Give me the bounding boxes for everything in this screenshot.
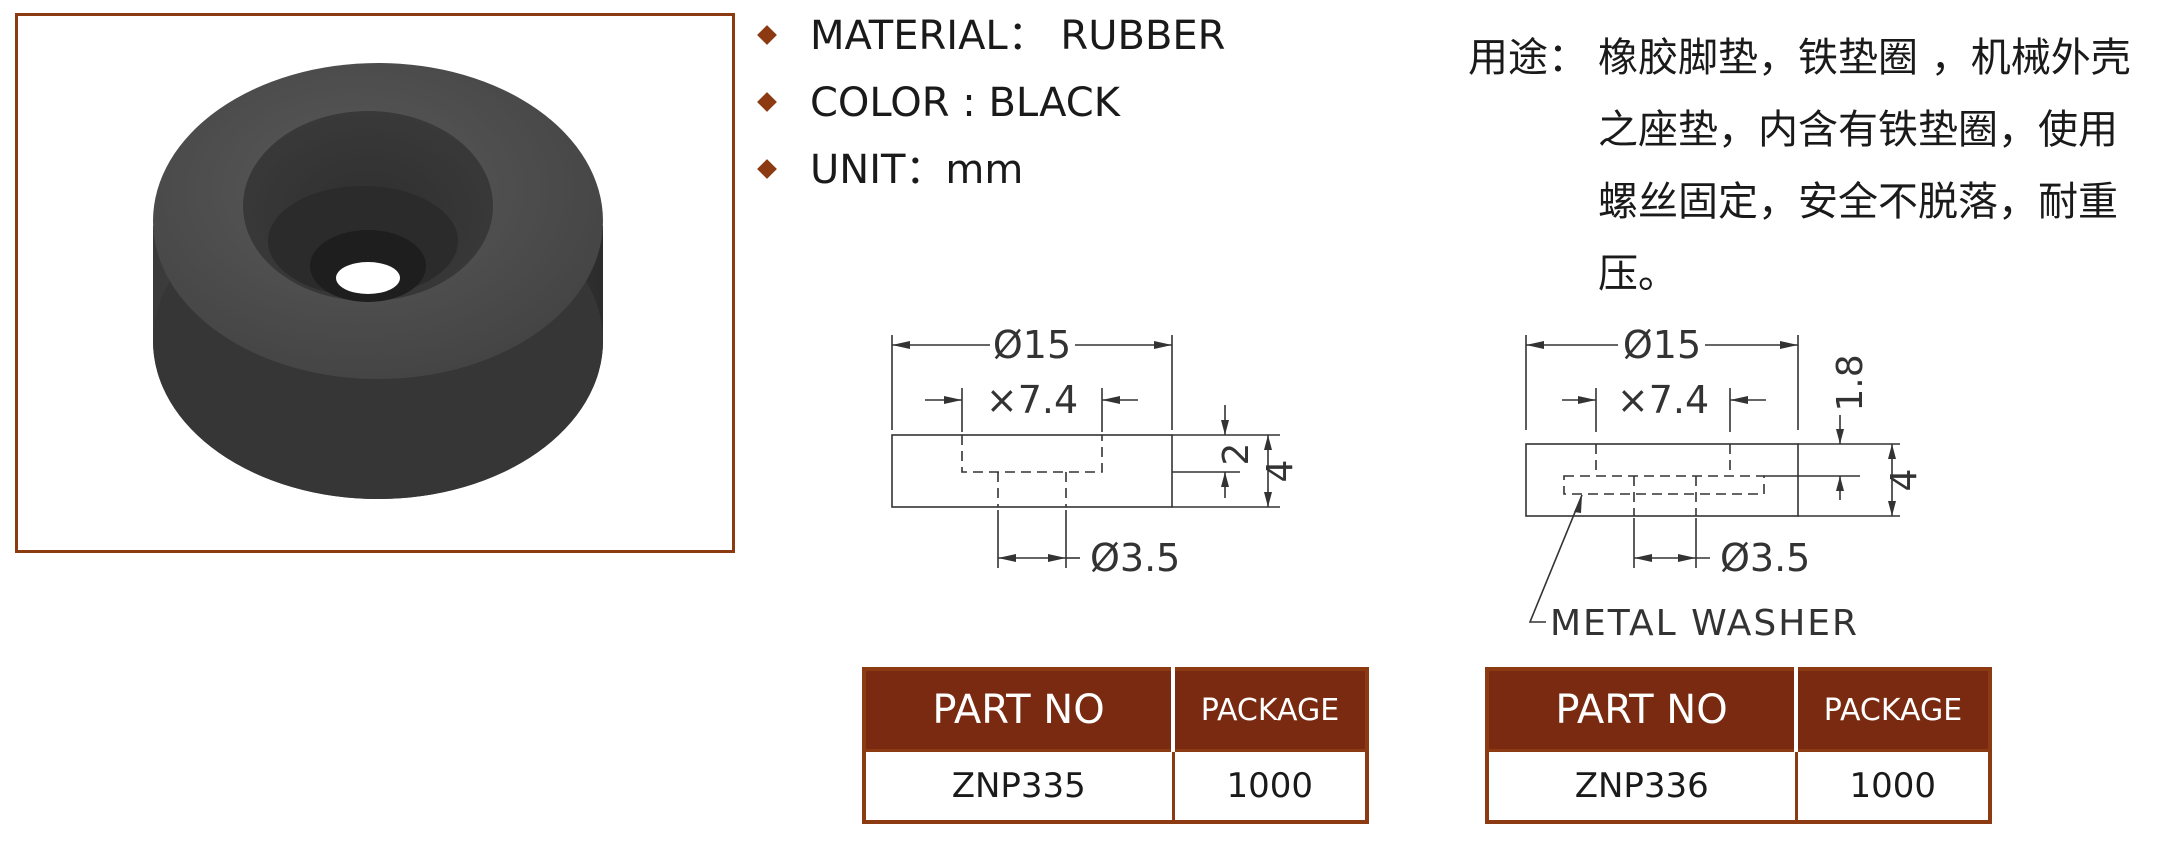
table-row: ZNP336 1000 bbox=[1485, 749, 1992, 824]
diamond-bullet-icon bbox=[757, 92, 777, 112]
header-part-no: PART NO bbox=[864, 669, 1175, 751]
dim-hole-diameter: Ø3.5 bbox=[1720, 536, 1810, 580]
spec-material-text: MATERIAL： RUBBER bbox=[810, 13, 1226, 59]
dimension-drawing-znp335: Ø15 ×7.4 Ø3.5 2 4 bbox=[880, 320, 1320, 594]
rubber-foot-photo bbox=[153, 63, 603, 499]
header-package: PACKAGE bbox=[1796, 669, 1990, 751]
dim-inner-diameter: ×7.4 bbox=[1617, 378, 1709, 422]
spec-list: MATERIAL： RUBBER COLOR : BLACK UNIT：mm bbox=[757, 8, 1226, 209]
product-photo-frame bbox=[15, 13, 735, 553]
washer-callout: METAL WASHER bbox=[1550, 603, 1859, 644]
dimension-drawing-znp336: Ø15 ×7.4 Ø3.5 METAL WASHER 1 bbox=[1500, 320, 1940, 654]
table-header-row: PART NO PACKAGE bbox=[1487, 669, 1990, 751]
diamond-bullet-icon bbox=[757, 25, 777, 45]
spec-color-text: COLOR : BLACK bbox=[810, 80, 1120, 126]
spec-color: COLOR : BLACK bbox=[757, 75, 1225, 142]
part-table-znp335: PART NO PACKAGE ZNP335 1000 bbox=[862, 667, 1369, 824]
table-header-row: PART NO PACKAGE bbox=[864, 669, 1367, 751]
dim-height: 4 bbox=[1260, 460, 1301, 483]
usage-line: 之座垫，内含有铁垫圈，使用 bbox=[1598, 107, 2118, 153]
part-table-znp336: PART NO PACKAGE ZNP336 1000 bbox=[1485, 667, 1992, 824]
package-cell: 1000 bbox=[1171, 749, 1369, 824]
spec-unit-text: UNIT：mm bbox=[810, 147, 1024, 193]
spec-unit: UNIT：mm bbox=[757, 142, 1225, 209]
dim-outer-diameter: Ø15 bbox=[993, 323, 1071, 367]
dim-hole-diameter: Ø3.5 bbox=[1090, 536, 1180, 580]
dim-recess-depth: 2 bbox=[1216, 443, 1257, 466]
table-row: ZNP335 1000 bbox=[862, 749, 1369, 824]
usage-label: 用途： bbox=[1468, 35, 1588, 81]
dim-washer-thickness: 1.8 bbox=[1830, 354, 1871, 411]
part-no-cell: ZNP335 bbox=[862, 749, 1175, 824]
dim-height: 4 bbox=[1884, 469, 1925, 492]
header-package: PACKAGE bbox=[1173, 669, 1367, 751]
usage-line: 橡胶脚垫，铁垫圈 ，机械外壳 bbox=[1598, 35, 2131, 81]
spec-material: MATERIAL： RUBBER bbox=[757, 8, 1226, 75]
usage-line: 压。 bbox=[1598, 251, 1678, 297]
usage-description: 橡胶脚垫，铁垫圈 ，机械外壳 之座垫，内含有铁垫圈，使用 螺丝固定，安全不脱落，… bbox=[1598, 22, 2176, 310]
dim-inner-diameter: ×7.4 bbox=[986, 378, 1078, 422]
diamond-bullet-icon bbox=[757, 159, 777, 179]
header-part-no: PART NO bbox=[1487, 669, 1798, 751]
dim-outer-diameter: Ø15 bbox=[1623, 323, 1701, 367]
part-no-cell: ZNP336 bbox=[1485, 749, 1798, 824]
package-cell: 1000 bbox=[1794, 749, 1992, 824]
usage-line: 螺丝固定，安全不脱落，耐重 bbox=[1598, 179, 2118, 225]
